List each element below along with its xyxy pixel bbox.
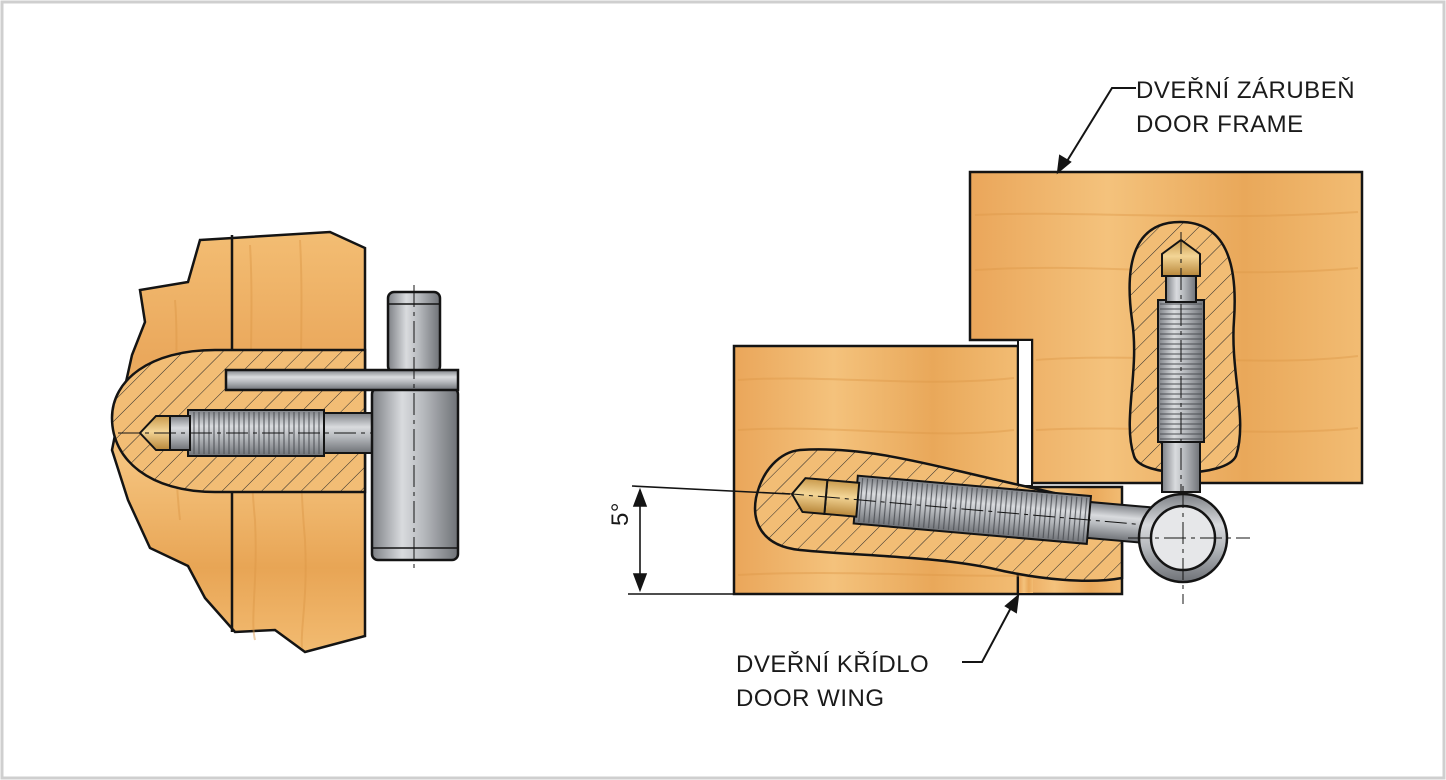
left-hinge-collar	[224, 368, 460, 392]
door-wing-label-cz: DVEŘNÍ KŘÍDLO	[736, 651, 929, 678]
left-hinge-barrel	[370, 386, 460, 562]
wing-screw	[781, 474, 1191, 548]
side-view	[110, 230, 460, 654]
door-frame-label-en: DOOR FRAME	[1136, 111, 1304, 138]
door-wing-label-en: DOOR WING	[736, 685, 885, 712]
door-frame-label-cz: DVEŘNÍ ZÁRUBEŇ	[1136, 77, 1355, 104]
frame-wing-gap	[1017, 339, 1033, 487]
frame-screw-tip	[1161, 238, 1201, 277]
angle-label: 5°	[607, 502, 634, 526]
frame-leader	[1056, 87, 1136, 175]
top-view: 5° DVEŘNÍ ZÁRUBEŇ DOOR FRAME DVEŘNÍ KŘÍD…	[607, 77, 1364, 712]
wing-leader	[962, 593, 1020, 663]
angle-dimension	[628, 485, 791, 595]
